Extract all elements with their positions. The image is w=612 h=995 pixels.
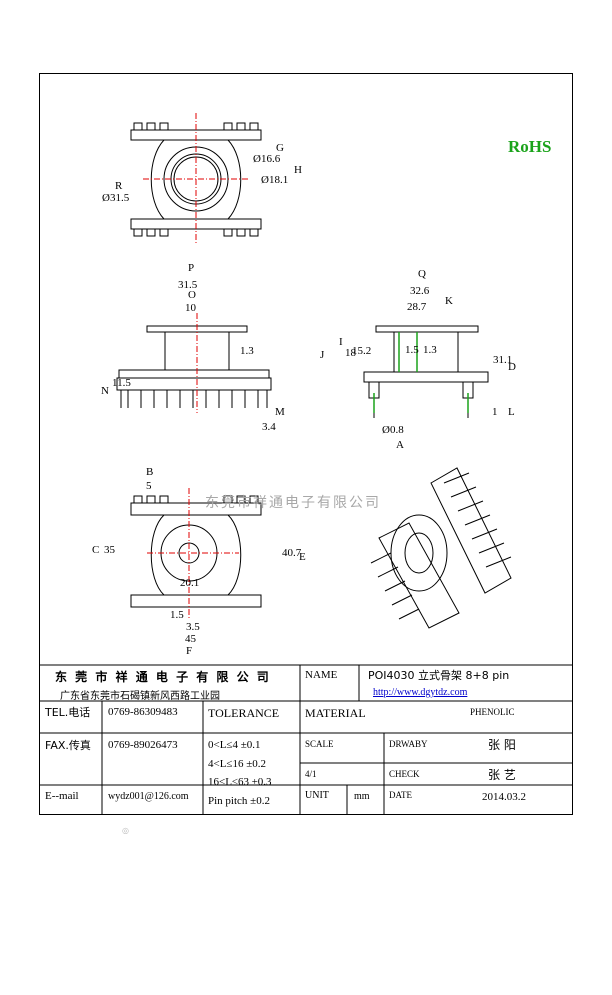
ref-o: O [188,289,196,301]
watermark: 东莞市祥通电子有限公司 [205,495,381,511]
ref-j: J [320,349,325,361]
dim-h-base: 11.5 [112,377,131,389]
ref-i: I [339,336,343,348]
drawing-frame [39,73,573,815]
rohs-mark: RoHS [508,137,552,156]
tolerance-label: TOLERANCE [208,706,280,720]
dim-d2: Ø18.1 [261,174,289,186]
name-value: POI4030 立式骨架 8+8 pin [368,669,510,682]
footer-mark: ◎ [122,826,129,835]
company-name: 东 莞 市 祥 通 电 子 有 限 公 司 [55,670,271,684]
drawby-value: 张 阳 [488,738,516,752]
ref-f: F [186,645,193,657]
ref-a: A [396,439,404,451]
title-block-grid [39,664,573,815]
company-address: 广东省东莞市石碣镇新风西路工业园 [60,691,220,702]
ref-p: P [188,262,195,274]
bottom-view [130,495,262,608]
ref-k: K [445,295,453,307]
ref-g: G [276,142,284,154]
dim-d1: Ø16.6 [253,153,281,165]
material-value: PHENOLIC [470,707,515,717]
dim-overall: 45 [185,633,196,645]
website-link[interactable]: http://www.dgytdz.com [373,687,468,698]
scale-label: SCALE [305,739,334,749]
dim-pin-len: 3.4 [262,421,276,433]
dim-w-core: 10 [185,302,196,314]
side-view [363,325,489,418]
ref-l: L [508,406,515,418]
material-label: MATERIAL [305,706,366,720]
email-label: E--mail [45,790,79,802]
drawby-label: DRWABY [389,739,428,749]
dim-pin-dia: Ø0.8 [382,424,404,436]
date-value: 2014.03.2 [482,791,526,803]
fax-value: 0769-89026473 [108,739,178,751]
dim-pin-base: 1 [492,406,498,418]
tolerance-1: 0<L≤4 ±0.1 [208,739,261,751]
ref-b: B [146,466,154,478]
dim-d3: Ø31.5 [102,192,130,204]
ref-q: Q [418,268,426,280]
tolerance-3: 16<L≤63 ±0.3 [208,776,272,788]
unit-value: mm [354,791,370,802]
dim-w-top: 31.5 [178,279,198,291]
technical-drawing [39,113,573,815]
dim-row-pitch: 3.5 [186,621,200,633]
dim-pin-pitch: 1.5 [170,609,184,621]
check-label: CHECK [389,769,420,779]
dim-span: 20.1 [180,577,200,589]
email-value: wydz001@126.com [108,791,189,802]
dim-pitch-top: 5 [146,480,152,492]
check-value: 张 艺 [488,768,516,782]
tel-label: TEL.电话 [45,706,91,719]
tolerance-4: Pin pitch ±0.2 [208,795,270,807]
ref-h: H [294,164,302,176]
dim-h-side: 31.1 [493,354,513,366]
front-view [116,325,272,408]
dim-flange2: 1.3 [423,344,437,356]
ref-d: D [508,361,516,373]
dim-w-side-inner: 28.7 [407,301,427,313]
isometric-view [370,467,512,629]
ref-c: C [92,544,100,556]
fax-label: FAX.传真 [45,739,91,752]
center-lines [143,113,249,618]
name-label: NAME [305,669,338,681]
date-label: DATE [389,790,412,800]
ref-m: M [275,406,285,418]
tolerance-2: 4<L≤16 ±0.2 [208,758,266,770]
dim-body-len: 40.7 [282,547,302,559]
tel-value: 0769-86309483 [108,706,178,718]
green-lines [373,332,469,413]
scale-value: 4/1 [305,769,317,779]
dim-flange1: 1.5 [405,344,419,356]
dim-h-total: 18 [345,347,356,359]
ref-e: E [299,551,306,563]
ref-n: N [101,385,109,397]
unit-label: UNIT [305,790,329,801]
ref-r: R [115,180,123,192]
dim-h-core: 1.3 [240,345,254,357]
dim-h-inner: 15.2 [352,345,372,357]
dim-depth: 35 [104,544,115,556]
dim-w-side: 32.6 [410,285,430,297]
